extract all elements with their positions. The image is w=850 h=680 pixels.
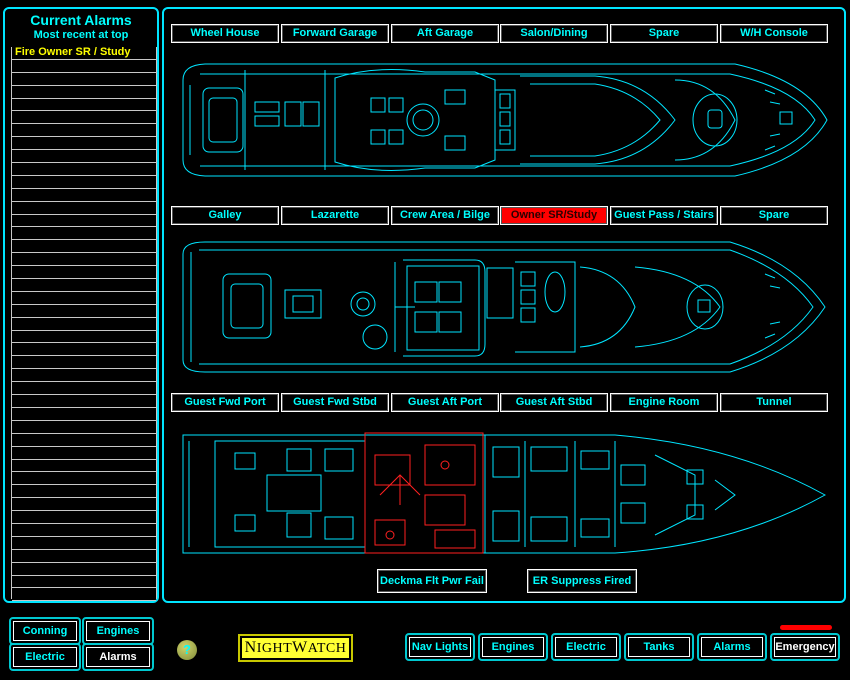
- alarm-list-item[interactable]: [12, 537, 156, 550]
- deck-plan-panel: [162, 7, 846, 603]
- zone-button-tunnel[interactable]: Tunnel: [720, 393, 828, 412]
- electric-label: Electric: [13, 647, 77, 667]
- lower-deck-plan: [182, 432, 827, 554]
- alarm-list-item[interactable]: Fire Owner SR / Study: [12, 47, 156, 60]
- logo-w: W: [292, 639, 308, 656]
- alarm-list-item[interactable]: [12, 472, 156, 486]
- nav-label: Tanks: [628, 637, 690, 657]
- zone-button-w-h-console[interactable]: W/H Console: [720, 24, 828, 43]
- alarm-list-item[interactable]: [12, 421, 156, 434]
- alarm-list-item[interactable]: [12, 60, 156, 73]
- alarm-list-item[interactable]: [12, 124, 156, 138]
- alarm-list-item[interactable]: [12, 485, 156, 499]
- nav-nav-lights-button[interactable]: Nav Lights: [405, 633, 475, 661]
- alarm-list-item[interactable]: [12, 382, 156, 396]
- alarm-list-item[interactable]: [12, 111, 156, 125]
- upper-deck-plan: [182, 63, 828, 177]
- zone-button-guest-aft-port[interactable]: Guest Aft Port: [391, 393, 499, 412]
- nav-label: Engines: [482, 637, 544, 657]
- engines-label: Engines: [86, 621, 150, 641]
- alarm-list-item[interactable]: [12, 395, 156, 408]
- alarms-label: Alarms: [86, 647, 150, 667]
- electric-mode-button[interactable]: Electric: [9, 643, 81, 671]
- alarms-subtitle: Most recent at top: [33, 29, 129, 41]
- zone-button-crew-area-bilge[interactable]: Crew Area / Bilge: [391, 206, 499, 225]
- alarms-title: Current Alarms: [30, 12, 132, 28]
- alarm-list-item[interactable]: [12, 266, 156, 280]
- alarm-list-item[interactable]: [12, 137, 156, 151]
- zone-button-lazarette[interactable]: Lazarette: [281, 206, 389, 225]
- conning-mode-button[interactable]: Conning: [9, 617, 81, 645]
- nav-alarms-button[interactable]: Alarms: [697, 633, 767, 661]
- zone-button-engine-room[interactable]: Engine Room: [610, 393, 718, 412]
- er-suppress-button[interactable]: ER Suppress Fired: [527, 569, 637, 593]
- zone-button-galley[interactable]: Galley: [171, 206, 279, 225]
- alarm-list-item[interactable]: [12, 588, 156, 602]
- alarm-list-item[interactable]: [12, 227, 156, 241]
- current-alarms-panel: Current Alarms Most recent at top Fire O…: [3, 7, 159, 603]
- alarm-list-item[interactable]: [12, 240, 156, 254]
- alarm-list-item[interactable]: [12, 189, 156, 202]
- alarm-list-item[interactable]: [12, 86, 156, 99]
- zone-button-spare[interactable]: Spare: [610, 24, 718, 43]
- zone-button-forward-garage[interactable]: Forward Garage: [281, 24, 389, 43]
- nav-label: Emergency: [774, 637, 836, 657]
- zone-button-guest-fwd-stbd[interactable]: Guest Fwd Stbd: [281, 393, 389, 412]
- nav-label: Nav Lights: [409, 637, 471, 657]
- alarm-list-item[interactable]: [12, 279, 156, 292]
- alarm-list-item[interactable]: [12, 292, 156, 305]
- zone-button-guest-aft-stbd[interactable]: Guest Aft Stbd: [500, 393, 608, 412]
- alarm-list-item[interactable]: [12, 563, 156, 576]
- alarm-list-item[interactable]: [12, 253, 156, 267]
- alarm-list-item[interactable]: [12, 331, 156, 344]
- alarm-list-item[interactable]: [12, 176, 156, 189]
- alarm-list-item[interactable]: [12, 408, 156, 421]
- deckma-fault-button[interactable]: Deckma Flt Pwr Fail: [377, 569, 487, 593]
- zone-button-wheel-house[interactable]: Wheel House: [171, 24, 279, 43]
- nav-engines-button[interactable]: Engines: [478, 633, 548, 661]
- alarm-list-item[interactable]: [12, 369, 156, 383]
- alarm-list-item[interactable]: [12, 447, 156, 460]
- zone-button-owner-sr-study[interactable]: Owner SR/Study: [500, 206, 608, 225]
- alarm-list[interactable]: Fire Owner SR / Study: [11, 47, 157, 602]
- alarm-list-item[interactable]: [12, 498, 156, 512]
- alarm-list-item[interactable]: [12, 524, 156, 537]
- alarm-list-item[interactable]: [12, 576, 156, 589]
- emergency-indicator: [780, 625, 832, 630]
- engines-mode-button[interactable]: Engines: [82, 617, 154, 645]
- zone-button-guest-pass-stairs[interactable]: Guest Pass / Stairs: [610, 206, 718, 225]
- alarms-mode-button[interactable]: Alarms: [82, 643, 154, 671]
- conning-label: Conning: [13, 621, 77, 641]
- alarm-list-item[interactable]: [12, 550, 156, 563]
- logo-ight: IGHT: [256, 641, 293, 656]
- alarm-list-item[interactable]: [12, 99, 156, 112]
- nightwatch-logo: NIGHTWATCH: [238, 634, 353, 662]
- zone-button-spare[interactable]: Spare: [720, 206, 828, 225]
- alarm-list-item[interactable]: [12, 163, 156, 176]
- nav-label: Alarms: [701, 637, 763, 657]
- alarm-list-item[interactable]: [12, 460, 156, 473]
- zone-button-salon-dining[interactable]: Salon/Dining: [500, 24, 608, 43]
- alarm-list-item[interactable]: [12, 318, 156, 331]
- alarm-list-item[interactable]: [12, 150, 156, 164]
- nav-tanks-button[interactable]: Tanks: [624, 633, 694, 661]
- nav-label: Electric: [555, 637, 617, 657]
- logo-atch: ATCH: [307, 641, 347, 656]
- alarm-list-item[interactable]: [12, 73, 156, 86]
- alarm-list-item[interactable]: [12, 434, 156, 447]
- alarm-list-item[interactable]: [12, 356, 156, 370]
- main-deck-plan: [182, 241, 826, 373]
- alarm-list-item[interactable]: [12, 305, 156, 318]
- nav-emergency-button[interactable]: Emergency: [770, 633, 840, 661]
- nav-electric-button[interactable]: Electric: [551, 633, 621, 661]
- logo-n: N: [244, 639, 257, 656]
- alarm-list-item[interactable]: [12, 343, 156, 357]
- alarm-list-item[interactable]: [12, 215, 156, 228]
- zone-button-aft-garage[interactable]: Aft Garage: [391, 24, 499, 43]
- help-icon[interactable]: ?: [177, 640, 197, 660]
- alarm-list-item[interactable]: [12, 511, 156, 524]
- zone-button-guest-fwd-port[interactable]: Guest Fwd Port: [171, 393, 279, 412]
- alarm-list-item[interactable]: [12, 202, 156, 215]
